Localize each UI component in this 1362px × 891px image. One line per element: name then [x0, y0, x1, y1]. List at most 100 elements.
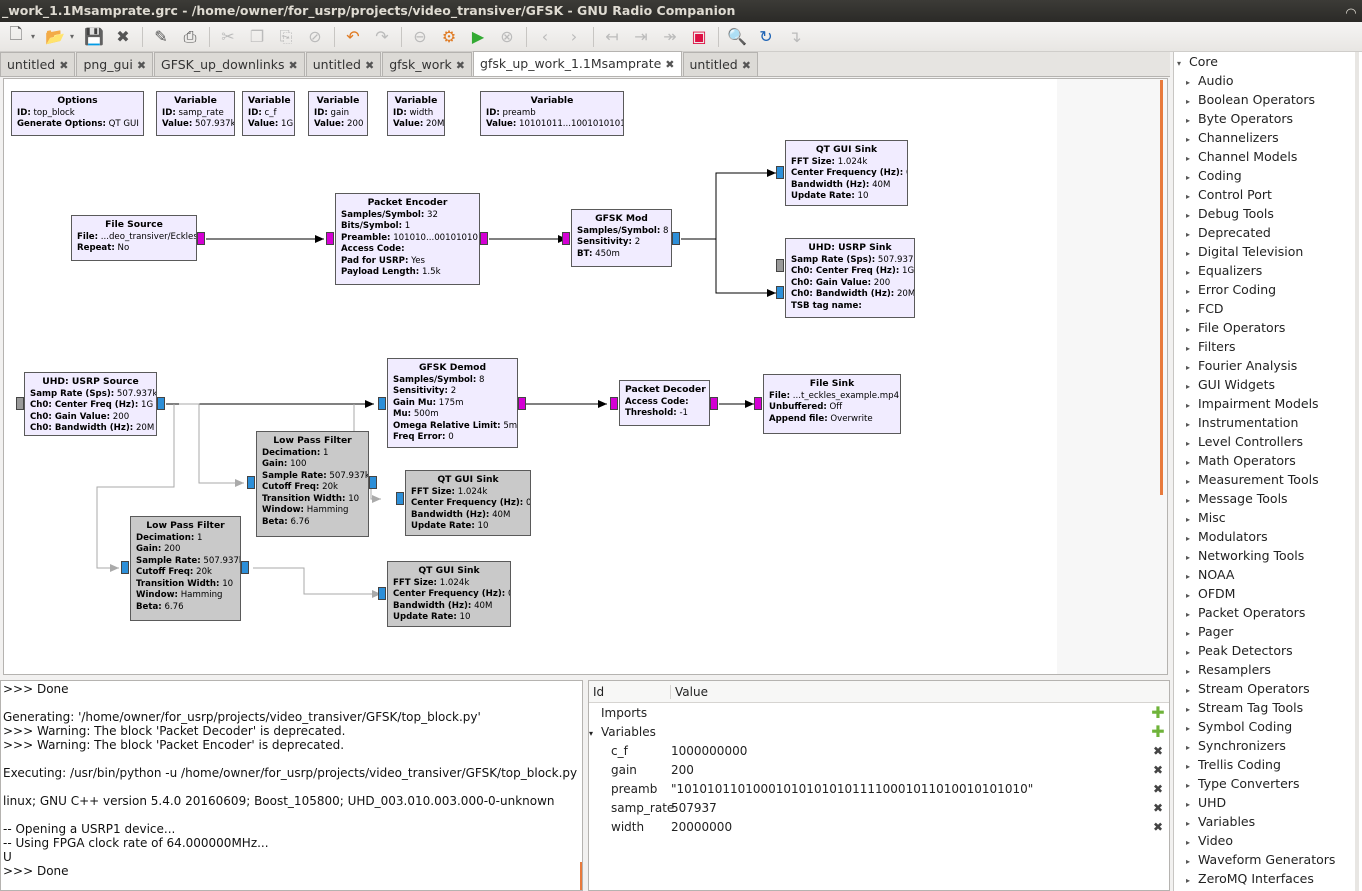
return-icon[interactable]: ↴	[788, 27, 802, 46]
collapse-arrow-icon[interactable]: ▸	[1186, 572, 1191, 581]
collapse-arrow-icon[interactable]: ▸	[1186, 553, 1191, 562]
open-icon[interactable]: 📂	[45, 27, 65, 46]
collapse-arrow-icon[interactable]: ▸	[1186, 686, 1191, 695]
collapse-arrow-icon[interactable]: ▸	[1186, 287, 1191, 296]
close-tab-icon[interactable]: ✖	[136, 59, 147, 72]
new-icon[interactable]: 🗋	[9, 24, 23, 43]
usrp-source-block[interactable]: UHD: USRP Source Samp Rate (Sps): 507.93…	[24, 372, 157, 436]
input-port[interactable]	[378, 587, 386, 600]
collapse-arrow-icon[interactable]: ▸	[1186, 629, 1191, 638]
tree-item-uhd[interactable]: ▸UHD	[1174, 793, 1362, 812]
tree-item-zeromq-interfaces[interactable]: ▸ZeroMQ Interfaces	[1174, 869, 1362, 888]
variable-preamb-block[interactable]: Variable ID: preamb Value: 10101011...10…	[480, 91, 624, 136]
tree-item-file-operators[interactable]: ▸File Operators	[1174, 318, 1362, 337]
options-block[interactable]: Options ID: top_block Generate Options: …	[11, 91, 144, 136]
collapse-arrow-icon[interactable]: ▸	[1186, 249, 1191, 258]
collapse-arrow-icon[interactable]: ▸	[1186, 800, 1191, 809]
collapse-arrow-icon[interactable]: ▸	[1186, 648, 1191, 657]
tree-item-boolean-operators[interactable]: ▸Boolean Operators	[1174, 90, 1362, 109]
input-port[interactable]	[121, 561, 129, 574]
kill-icon[interactable]: ⊗	[500, 27, 514, 46]
tab-gfsk-up-work-active[interactable]: gfsk_up_work_1.1Msamprate✖	[473, 51, 682, 76]
cut-icon[interactable]: ✂	[221, 27, 235, 46]
input-port[interactable]	[378, 397, 386, 410]
low-pass-filter-2-block[interactable]: Low Pass Filter Decimation: 1 Gain: 200 …	[130, 516, 241, 621]
tree-item-stream-tag-tools[interactable]: ▸Stream Tag Tools	[1174, 698, 1362, 717]
input-port[interactable]	[562, 232, 570, 245]
collapse-arrow-icon[interactable]: ▸	[1186, 363, 1191, 372]
tree-item-modulators[interactable]: ▸Modulators	[1174, 527, 1362, 546]
input-port[interactable]	[16, 397, 24, 410]
input-port[interactable]	[396, 492, 404, 505]
id-column-header[interactable]: Id	[589, 684, 671, 699]
qt-gui-sink-mid-block[interactable]: QT GUI Sink FFT Size: 1.024k Center Freq…	[405, 470, 531, 536]
output-port[interactable]	[480, 232, 488, 245]
collapse-arrow-icon[interactable]: ▸	[1186, 762, 1191, 771]
input-port[interactable]	[610, 397, 618, 410]
tree-item-stream-operators[interactable]: ▸Stream Operators	[1174, 679, 1362, 698]
collapse-arrow-icon[interactable]: ▸	[1186, 382, 1191, 391]
delete-icon[interactable]: ⊘	[308, 27, 322, 46]
new-dropdown-icon[interactable]: ▾	[30, 32, 35, 41]
rotate-left-icon[interactable]: ‹	[541, 27, 549, 46]
input-port[interactable]	[776, 286, 784, 299]
file-source-block[interactable]: File Source File: ...deo_transiver/Eckle…	[71, 215, 197, 261]
console-output[interactable]: >>> Done Generating: '/home/owner/for_us…	[0, 680, 583, 891]
tab-png-gui[interactable]: png_gui✖	[76, 52, 154, 76]
collapse-arrow-icon[interactable]: ▸	[1186, 116, 1191, 125]
tree-item-control-port[interactable]: ▸Control Port	[1174, 185, 1362, 204]
collapse-arrow-icon[interactable]: ▸	[1186, 705, 1191, 714]
packet-decoder-block[interactable]: Packet Decoder Access Code: Threshold: -…	[619, 380, 710, 426]
wifi-icon[interactable]: ◠	[1346, 6, 1356, 21]
remove-variable-icon[interactable]: ✖	[1152, 800, 1164, 815]
rotate-right-icon[interactable]: ›	[570, 27, 578, 46]
collapse-arrow-icon[interactable]: ▸	[1186, 724, 1191, 733]
tree-item-message-tools[interactable]: ▸Message Tools	[1174, 489, 1362, 508]
remove-variable-icon[interactable]: ✖	[1152, 762, 1164, 777]
variable-cf-block[interactable]: Variable ID: c_f Value: 1G	[242, 91, 295, 136]
remove-variable-icon[interactable]: ✖	[1152, 743, 1164, 758]
tree-item-core[interactable]: ▾Core	[1174, 52, 1362, 71]
search-icon[interactable]: 🔍	[727, 27, 747, 46]
output-port[interactable]	[518, 397, 526, 410]
variable-gain-block[interactable]: Variable ID: gain Value: 200	[308, 91, 368, 136]
tree-item-channel-models[interactable]: ▸Channel Models	[1174, 147, 1362, 166]
disable-block-icon[interactable]: ⊖	[413, 27, 427, 46]
collapse-arrow-icon[interactable]: ▸	[1186, 534, 1191, 543]
tree-item-peak-detectors[interactable]: ▸Peak Detectors	[1174, 641, 1362, 660]
collapse-arrow-icon[interactable]: ▸	[1186, 325, 1191, 334]
copy-icon[interactable]: ❐	[249, 27, 265, 46]
tree-item-video[interactable]: ▸Video	[1174, 831, 1362, 850]
remove-variable-icon[interactable]: ✖	[1152, 819, 1164, 834]
output-port[interactable]	[672, 232, 680, 245]
input-port[interactable]	[776, 166, 784, 179]
collapse-arrow-icon[interactable]: ▸	[1186, 439, 1191, 448]
collapse-arrow-icon[interactable]: ▸	[1186, 781, 1191, 790]
variables-row[interactable]: ▾Variables✚	[589, 722, 1169, 741]
tree-item-level-controllers[interactable]: ▸Level Controllers	[1174, 432, 1362, 451]
tree-item-type-converters[interactable]: ▸Type Converters	[1174, 774, 1362, 793]
collapse-arrow-icon[interactable]: ▸	[1186, 230, 1191, 239]
close-tab-icon[interactable]: ✖	[364, 59, 375, 72]
input-port[interactable]	[247, 476, 255, 489]
open-dropdown-icon[interactable]: ▾	[69, 32, 74, 41]
collapse-arrow-icon[interactable]: ▸	[1186, 591, 1191, 600]
bypass-block-icon[interactable]: ⇥	[634, 27, 648, 46]
packet-encoder-block[interactable]: Packet Encoder Samples/Symbol: 32 Bits/S…	[335, 193, 480, 285]
tree-item-channelizers[interactable]: ▸Channelizers	[1174, 128, 1362, 147]
close-tab-icon[interactable]: ✖	[741, 59, 751, 72]
tree-item-synchronizers[interactable]: ▸Synchronizers	[1174, 736, 1362, 755]
collapse-arrow-icon[interactable]: ▸	[1186, 667, 1191, 676]
output-port[interactable]	[197, 232, 205, 245]
tree-item-symbol-coding[interactable]: ▸Symbol Coding	[1174, 717, 1362, 736]
tree-item-pager[interactable]: ▸Pager	[1174, 622, 1362, 641]
input-port[interactable]	[754, 397, 762, 410]
close-tab-icon[interactable]: ✖	[665, 58, 675, 71]
add-import-icon[interactable]: ✚	[1151, 703, 1165, 722]
tree-item-fcd[interactable]: ▸FCD	[1174, 299, 1362, 318]
collapse-arrow-icon[interactable]: ▸	[1186, 211, 1191, 220]
tree-item-networking-tools[interactable]: ▸Networking Tools	[1174, 546, 1362, 565]
